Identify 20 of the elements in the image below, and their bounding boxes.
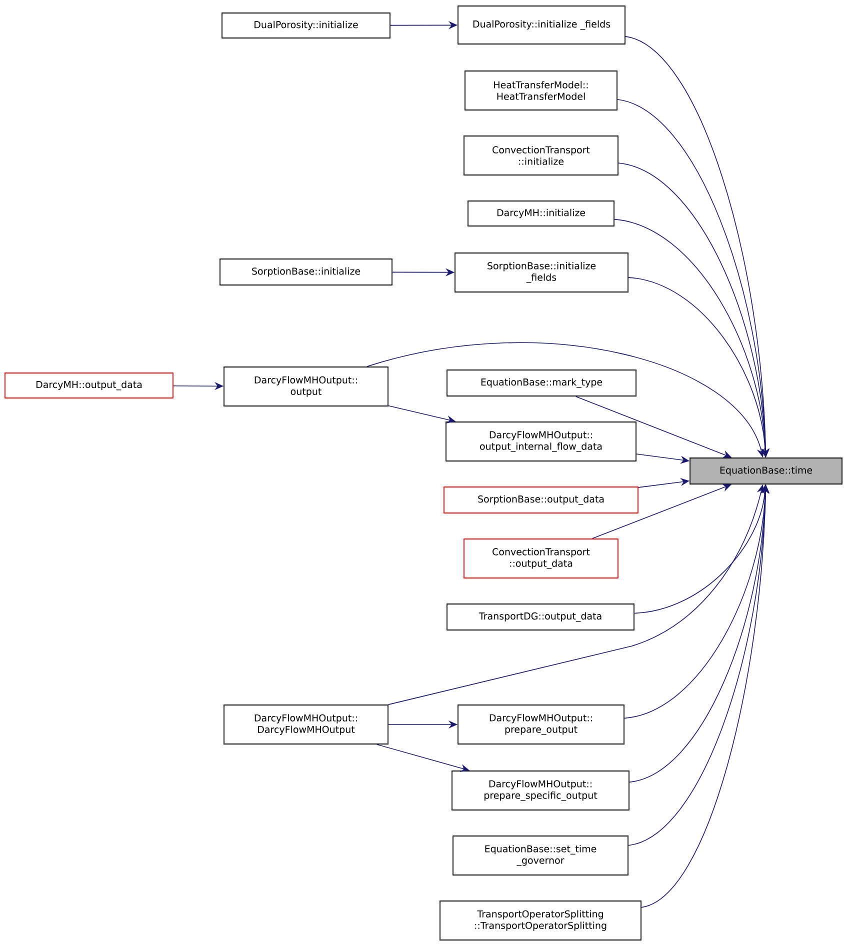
function-box: HeatTransferModel:: HeatTransferModel xyxy=(464,70,618,110)
function-box: SorptionBase::initialize xyxy=(220,258,392,286)
function-box: EquationBase::set_time _governor xyxy=(452,836,628,876)
function-box: ConvectionTransport ::output_data xyxy=(464,538,618,578)
function-box: DarcyFlowMHOutput:: prepare_output xyxy=(458,704,624,744)
function-box: EquationBase::time xyxy=(690,458,842,484)
function-box: ConvectionTransport ::initialize xyxy=(464,136,618,176)
function-box: DarcyFlowMHOutput:: prepare_specific_output xyxy=(452,770,630,810)
function-box: DarcyFlowMHOutput:: output_internal_flow_data xyxy=(446,422,636,462)
function-box: DualPorosity::initialize _fields xyxy=(458,6,626,44)
function-box: DarcyMH::initialize xyxy=(468,200,614,226)
function-box: DarcyFlowMHOutput:: output xyxy=(224,366,388,406)
function-box: DarcyFlowMHOutput:: DarcyFlowMHOutput xyxy=(224,704,388,744)
function-box: DarcyMH::output_data xyxy=(4,372,174,398)
function-box: EquationBase::mark_type xyxy=(446,370,636,396)
function-box: TransportDG::output_data xyxy=(446,604,634,630)
function-box: SorptionBase::initialize _fields xyxy=(454,252,628,292)
function-box: DualPorosity::initialize xyxy=(222,12,390,38)
function-box: TransportOperatorSplitting ::TransportOperatorSplitting xyxy=(440,900,642,940)
function-box: SorptionBase::output_data xyxy=(444,486,638,514)
